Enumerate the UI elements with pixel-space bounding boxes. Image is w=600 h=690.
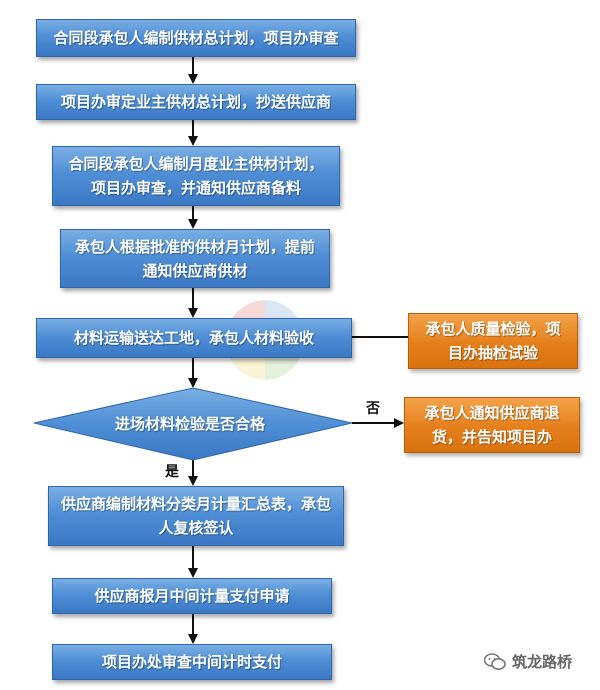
step-5-delivery-acceptance: 材料运输送达工地，承包人材料验收 xyxy=(36,318,352,358)
watermark: 筑龙路桥 xyxy=(483,651,572,672)
watermark-name: 筑龙路桥 xyxy=(511,653,572,671)
step-6-monthly-summary: 供应商编制材料分类月计量汇总表，承包人复核签认 xyxy=(48,486,344,546)
step-7-payment-application: 供应商报月中间计量支付申请 xyxy=(52,578,332,614)
side-quality-inspection: 承包人质量检验，项目办抽检试验 xyxy=(408,313,578,369)
decision-diamond xyxy=(33,387,353,461)
edge-label-no: 否 xyxy=(366,401,380,417)
step-3-monthly-plan: 合同段承包人编制月度业主供材计划，项目办审查，并通知供应商备料 xyxy=(52,146,340,206)
step-4-notify-supplier: 承包人根据批准的供材月计划，提前通知供应商供材 xyxy=(60,229,330,288)
step-8-payment-review: 项目办处审查中间计时支付 xyxy=(52,644,332,680)
edge-label-yes: 是 xyxy=(165,464,179,480)
side-return-goods: 承包人通知供应商退货，并告知项目办 xyxy=(404,397,580,453)
step-1-total-plan: 合同段承包人编制供材总计划，项目办审查 xyxy=(36,19,356,57)
step-2-approve-plan: 项目办审定业主供材总计划，抄送供应商 xyxy=(36,84,356,120)
wechat-icon xyxy=(483,652,506,671)
decision-label: 进场材料检验是否合格 xyxy=(114,414,265,433)
